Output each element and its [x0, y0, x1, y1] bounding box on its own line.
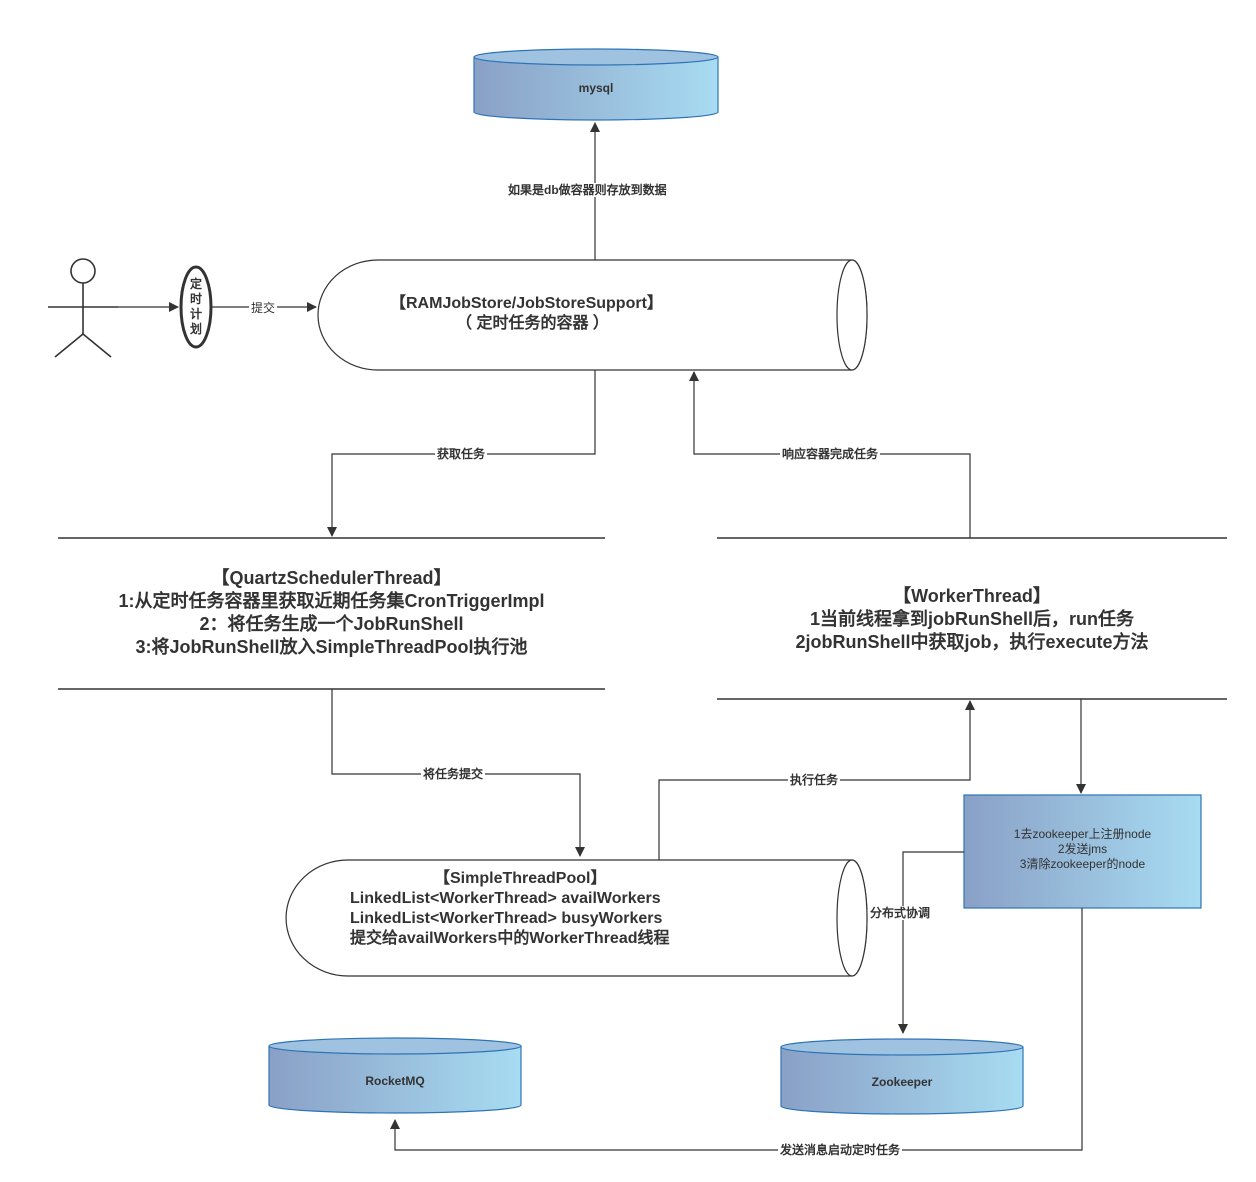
edge-label-submit-task: 将任务提交 [421, 767, 486, 781]
pool-line4: 提交给availWorkers中的WorkerThread线程 [350, 930, 670, 947]
edge-label-respond: 响应容器完成任务 [780, 447, 881, 461]
zk-box-text: 1去zookeeper上注册node 2发送jms 3清除zookeeper的n… [964, 827, 1201, 872]
worker-line1: 【WorkerThread】 [893, 586, 1051, 606]
scheduler-line1: 【QuartzSchedulerThread】 [211, 568, 452, 588]
worker-text: 【WorkerThread】 1当前线程拿到jobRunShell后，run任务… [717, 585, 1227, 654]
worker-line2: 1当前线程拿到jobRunShell后，run任务 [810, 609, 1134, 629]
mysql-label: mysql [578, 81, 614, 95]
edge-send-msg [390, 908, 1083, 1151]
scheduler-text: 【QuartzSchedulerThread】 1:从定时任务容器里获取近期任务… [58, 567, 605, 659]
plan-label: 定时计划 [189, 277, 202, 336]
scheduler-line3: 2：将任务生成一个JobRunShell [199, 614, 464, 634]
edge-label-distributed: 分布式协调 [868, 906, 933, 920]
edge-label-submit: 提交 [249, 301, 278, 315]
zookeeper-label: Zookeeper [871, 1075, 933, 1089]
edge-distributed [898, 851, 964, 1034]
store-line1: 【RAMJobStore/JobStoreSupport】 [390, 295, 663, 312]
zookeeper-db [780, 1038, 1024, 1115]
pool-line2: LinkedList<WorkerThread> availWorkers [350, 890, 661, 907]
store-text: 【RAMJobStore/JobStoreSupport】 （ 定时任务的容器 … [390, 294, 690, 334]
store-line2: （ 定时任务的容器 ） [456, 315, 609, 332]
edge-label-send-msg: 发送消息启动定时任务 [778, 1143, 903, 1157]
rocketmq-db [268, 1037, 522, 1114]
worker-line3: 2jobRunShell中获取job，执行execute方法 [795, 632, 1149, 652]
plan-node [179, 265, 213, 349]
rocketmq-label: RocketMQ [365, 1074, 425, 1088]
mysql-db [473, 48, 719, 121]
pool-text: 【SimpleThreadPool】 LinkedList<WorkerThre… [350, 869, 770, 949]
pool-cylinder [285, 859, 868, 977]
actor-icon [48, 258, 118, 358]
zk-box-line3: 3清除zookeeper的node [1019, 857, 1146, 871]
zk-box-line1: 1去zookeeper上注册node [1013, 827, 1152, 841]
zk-box [963, 794, 1202, 909]
zk-box-line2: 2发送jms [1057, 842, 1108, 856]
edge-label-db-store: 如果是db做容器则存放到数据 [506, 183, 669, 197]
store-cylinder [317, 259, 868, 371]
edge-label-execute: 执行任务 [788, 773, 841, 787]
pool-line3: LinkedList<WorkerThread> busyWorkers [350, 910, 663, 927]
scheduler-line4: 3:将JobRunShell放入SimpleThreadPool执行池 [135, 637, 528, 657]
scheduler-line2: 1:从定时任务容器里获取近期任务集CronTriggerImpl [118, 591, 545, 611]
pool-line1: 【SimpleThreadPool】 [434, 870, 607, 887]
edge-label-fetch: 获取任务 [435, 447, 488, 461]
